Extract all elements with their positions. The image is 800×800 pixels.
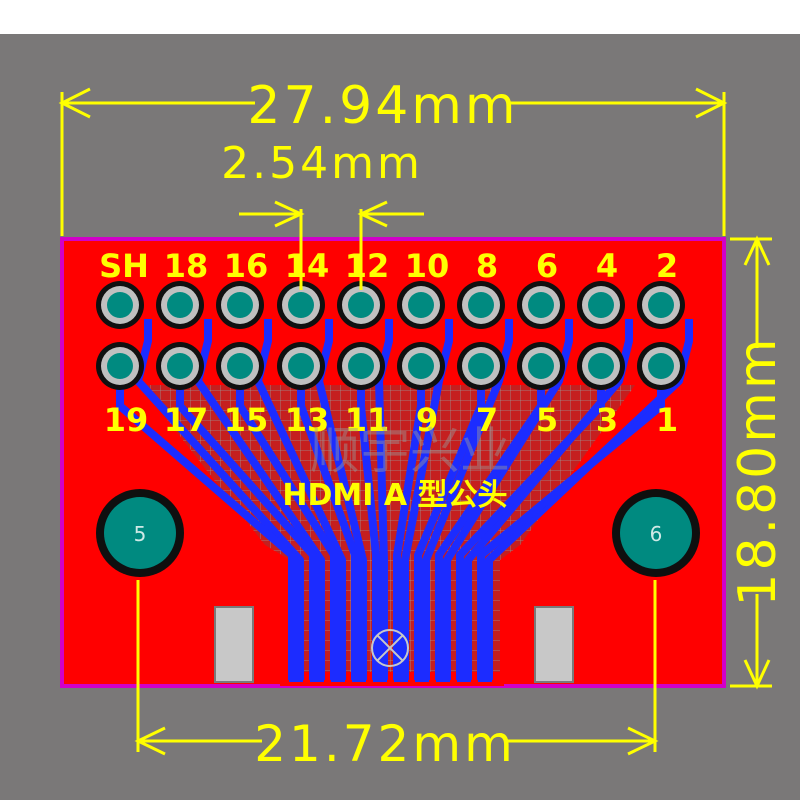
mounting-hole-left-label: 5 xyxy=(134,522,147,546)
bottom-pin-label: 13 xyxy=(285,401,330,439)
edge-finger xyxy=(373,610,387,682)
edge-fingers xyxy=(289,610,492,682)
edge-finger xyxy=(478,610,492,682)
center-fiducial-icon xyxy=(371,629,409,667)
top-pin-label: 18 xyxy=(164,247,209,285)
edge-finger xyxy=(415,610,429,682)
edge-finger xyxy=(331,610,345,682)
pin-pad xyxy=(637,342,685,390)
pin-pad xyxy=(156,281,204,329)
pin-pad xyxy=(397,342,445,390)
top-pin-label: 6 xyxy=(536,247,558,285)
dimension-lines xyxy=(58,87,772,756)
top-pin-label: 4 xyxy=(596,247,618,285)
top-pin-label: 16 xyxy=(224,247,269,285)
height-dimension-label: 18.80mm xyxy=(728,335,788,606)
pin-pad xyxy=(457,342,505,390)
right-slot xyxy=(534,606,574,683)
pin-pad xyxy=(156,342,204,390)
pin-pad xyxy=(216,281,264,329)
bottom-pin-label: 5 xyxy=(536,401,558,439)
pin-pad xyxy=(397,281,445,329)
edge-finger xyxy=(394,610,408,682)
mount-spacing-dimension-label: 21.72mm xyxy=(254,715,516,773)
mounting-hole-left: 5 xyxy=(96,489,184,577)
bottom-pin-label: 1 xyxy=(656,401,678,439)
top-pin-label: 2 xyxy=(656,247,678,285)
top-pin-label: 14 xyxy=(285,247,330,285)
pin-pad xyxy=(277,281,325,329)
pin-pad xyxy=(216,342,264,390)
bottom-pin-label: 17 xyxy=(164,401,209,439)
pin-pad xyxy=(337,281,385,329)
pin-pad xyxy=(457,281,505,329)
pin-pads xyxy=(96,281,685,390)
bottom-pin-label: 7 xyxy=(476,401,498,439)
bottom-pin-label: 15 xyxy=(224,401,269,439)
edge-finger xyxy=(457,610,471,682)
board-title: HDMI A 型公头 xyxy=(282,478,507,513)
pitch-dimension-label: 2.54mm xyxy=(221,138,423,189)
pin-pad xyxy=(337,342,385,390)
left-slot xyxy=(214,606,254,683)
mounting-hole-right: 6 xyxy=(612,489,700,577)
pin-pad xyxy=(517,342,565,390)
pin-pad xyxy=(96,281,144,329)
bottom-pin-label: 3 xyxy=(596,401,618,439)
top-pin-label: SH xyxy=(99,247,149,285)
top-pin-label: 12 xyxy=(345,247,390,285)
bottom-pin-label: 19 xyxy=(104,401,149,439)
width-dimension-label: 27.94mm xyxy=(247,76,518,136)
top-pin-label: 8 xyxy=(476,247,498,285)
mounting-hole-right-label: 6 xyxy=(650,522,663,546)
pin-pad xyxy=(577,281,625,329)
bottom-pin-label: 11 xyxy=(345,401,390,439)
bottom-pin-label: 9 xyxy=(416,401,438,439)
pin-pad xyxy=(637,281,685,329)
edge-finger xyxy=(436,610,450,682)
top-pin-label: 10 xyxy=(405,247,450,285)
edge-finger xyxy=(310,610,324,682)
pin-pad xyxy=(577,342,625,390)
pin-pad xyxy=(96,342,144,390)
pin-pad xyxy=(517,281,565,329)
watermark-text: 顺宇兴业 xyxy=(310,422,510,480)
edge-finger xyxy=(289,610,303,682)
edge-finger xyxy=(352,610,366,682)
pin-pad xyxy=(277,342,325,390)
